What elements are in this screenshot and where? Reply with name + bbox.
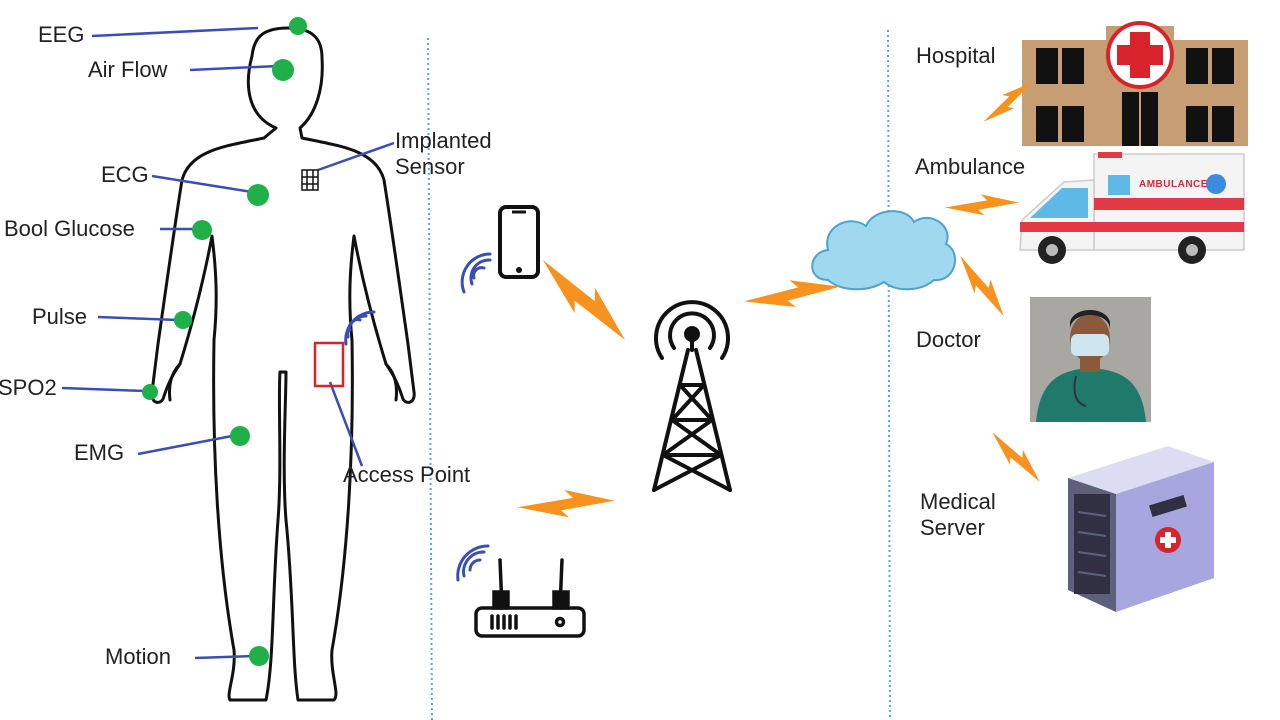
sensor-label-ecg: ECG	[101, 162, 149, 188]
arrow-router-to-tower	[517, 475, 614, 533]
divider-right	[888, 30, 890, 720]
doctor-photo	[1030, 297, 1151, 422]
router-icon	[476, 560, 584, 636]
medical-server-label: Medical Server	[920, 489, 996, 541]
ambulance-icon	[1020, 152, 1244, 264]
implanted-sensor-icon	[302, 170, 318, 190]
sensor-dot-eeg	[289, 17, 307, 35]
ambulance-label: Ambulance	[915, 154, 1025, 180]
sensor-dot-motion	[249, 646, 269, 666]
cell-tower-icon	[654, 302, 730, 490]
arrow-body-to-tower	[528, 260, 640, 340]
sensor-label-pulse: Pulse	[32, 304, 87, 330]
sensor-label-airflow: Air Flow	[88, 57, 167, 83]
sensor-label-emg: EMG	[74, 440, 124, 466]
hospital-icon	[1022, 23, 1248, 146]
hospital-label: Hospital	[916, 43, 995, 69]
sensor-label-glucose: Bool Glucose	[4, 216, 135, 242]
sensor-dot-ecg	[247, 184, 269, 206]
sensor-dot-spo2	[142, 384, 158, 400]
sensor-dot-glucose	[192, 220, 212, 240]
sensor-dot-pulse	[174, 311, 192, 329]
arrow-doctor	[947, 256, 1016, 316]
smartphone-icon	[500, 207, 538, 277]
sensor-dot-airflow	[272, 59, 294, 81]
sensor-label-eeg: EEG	[38, 22, 84, 48]
sensor-dots	[142, 17, 307, 666]
sensor-label-motion: Motion	[105, 644, 171, 670]
implanted-sensor-label: Implanted Sensor	[395, 128, 492, 180]
human-body-outline	[152, 28, 414, 700]
router-wifi-icon	[458, 546, 488, 580]
arrow-server	[983, 432, 1050, 482]
smartphone-wifi-icon	[462, 254, 490, 292]
doctor-label: Doctor	[916, 327, 981, 353]
connection-arrows	[517, 72, 1049, 533]
ambulance-sign-text: AMBULANCE	[1139, 179, 1208, 190]
arrow-ambulance	[945, 183, 1019, 227]
medical-server-icon	[1068, 446, 1214, 612]
access-point-box	[315, 343, 343, 386]
sensor-dot-emg	[230, 426, 250, 446]
access-point-label: Access Point	[343, 462, 470, 488]
cloud-icon	[812, 211, 955, 289]
sensor-label-spo2: SPO2	[0, 375, 57, 401]
